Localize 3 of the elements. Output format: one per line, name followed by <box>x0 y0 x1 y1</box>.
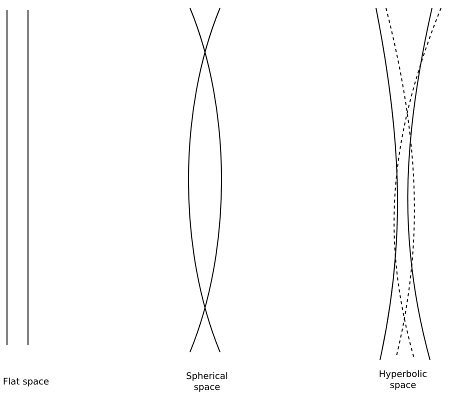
panel-label: Flat space <box>4 378 49 386</box>
panel-label: Spherical space <box>186 372 228 392</box>
panel-label: Hyperbolic space <box>380 370 427 390</box>
